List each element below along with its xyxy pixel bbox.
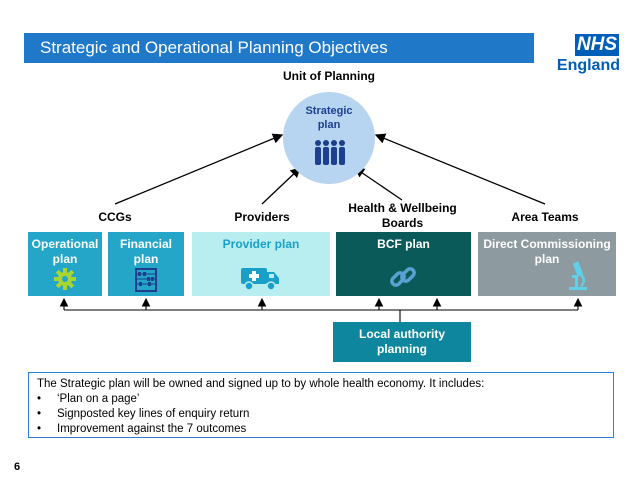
page-title: Strategic and Operational Planning Objec… [40, 38, 388, 57]
gear-icon [54, 268, 76, 290]
nhs-logo-subtitle: England [556, 57, 620, 74]
group-label-providers: Providers [234, 210, 290, 224]
strategic-plan-circle [283, 92, 375, 184]
provider-plan-label: Provider plan [222, 237, 300, 251]
abacus-icon [135, 268, 157, 292]
bcf-plan-label: BCF plan [377, 237, 430, 251]
note-box: The Strategic plan will be owned and sig… [28, 372, 614, 438]
note-bullet: Signposted key lines of enquiry return [37, 407, 605, 422]
title-bar [24, 33, 534, 63]
note-intro: The Strategic plan will be owned and sig… [37, 378, 485, 390]
group-label-ccgs: CCGs [98, 210, 132, 224]
financial-plan-label: Financial plan [119, 237, 172, 266]
page-number: 6 [14, 461, 21, 473]
arrow-hwb [353, 167, 403, 201]
direct-commissioning-box: Direct Commissioning plan [478, 232, 616, 296]
operational-plan-label: Operational plan [31, 237, 99, 266]
operational-plan-box: Operational plan [28, 232, 102, 296]
note-bullet: Improvement against the 7 outcomes [37, 422, 605, 437]
group-label-hwb: Health & Wellbeing Boards [348, 201, 457, 230]
nhs-logo: NHS [575, 34, 619, 56]
people-group-icon [315, 140, 345, 165]
arrow-providers [261, 167, 301, 205]
unit-of-planning-label: Unit of Planning [283, 69, 375, 83]
ambulance-icon [241, 268, 279, 291]
direct-commissioning-label: Direct Commissioning plan [483, 237, 611, 266]
bcf-plan-box: BCF plan [336, 232, 471, 296]
note-bullet-list: ‘Plan on a page’ Signposted key lines of… [37, 392, 605, 437]
arrow-area-teams [374, 133, 546, 205]
note-bullet: ‘Plan on a page’ [37, 392, 605, 407]
arrow-ccgs [114, 133, 284, 205]
strategic-plan-label: Strategic plan [305, 105, 353, 131]
local-authority-label: Local authority planning [358, 327, 445, 356]
group-label-area-teams: Area Teams [511, 210, 579, 224]
provider-plan-box: Provider plan [192, 232, 330, 296]
microscope-icon [569, 261, 587, 290]
local-authority-box: Local authority planning [333, 322, 471, 362]
link-icon [390, 267, 416, 287]
financial-plan-box: Financial plan [108, 232, 184, 296]
